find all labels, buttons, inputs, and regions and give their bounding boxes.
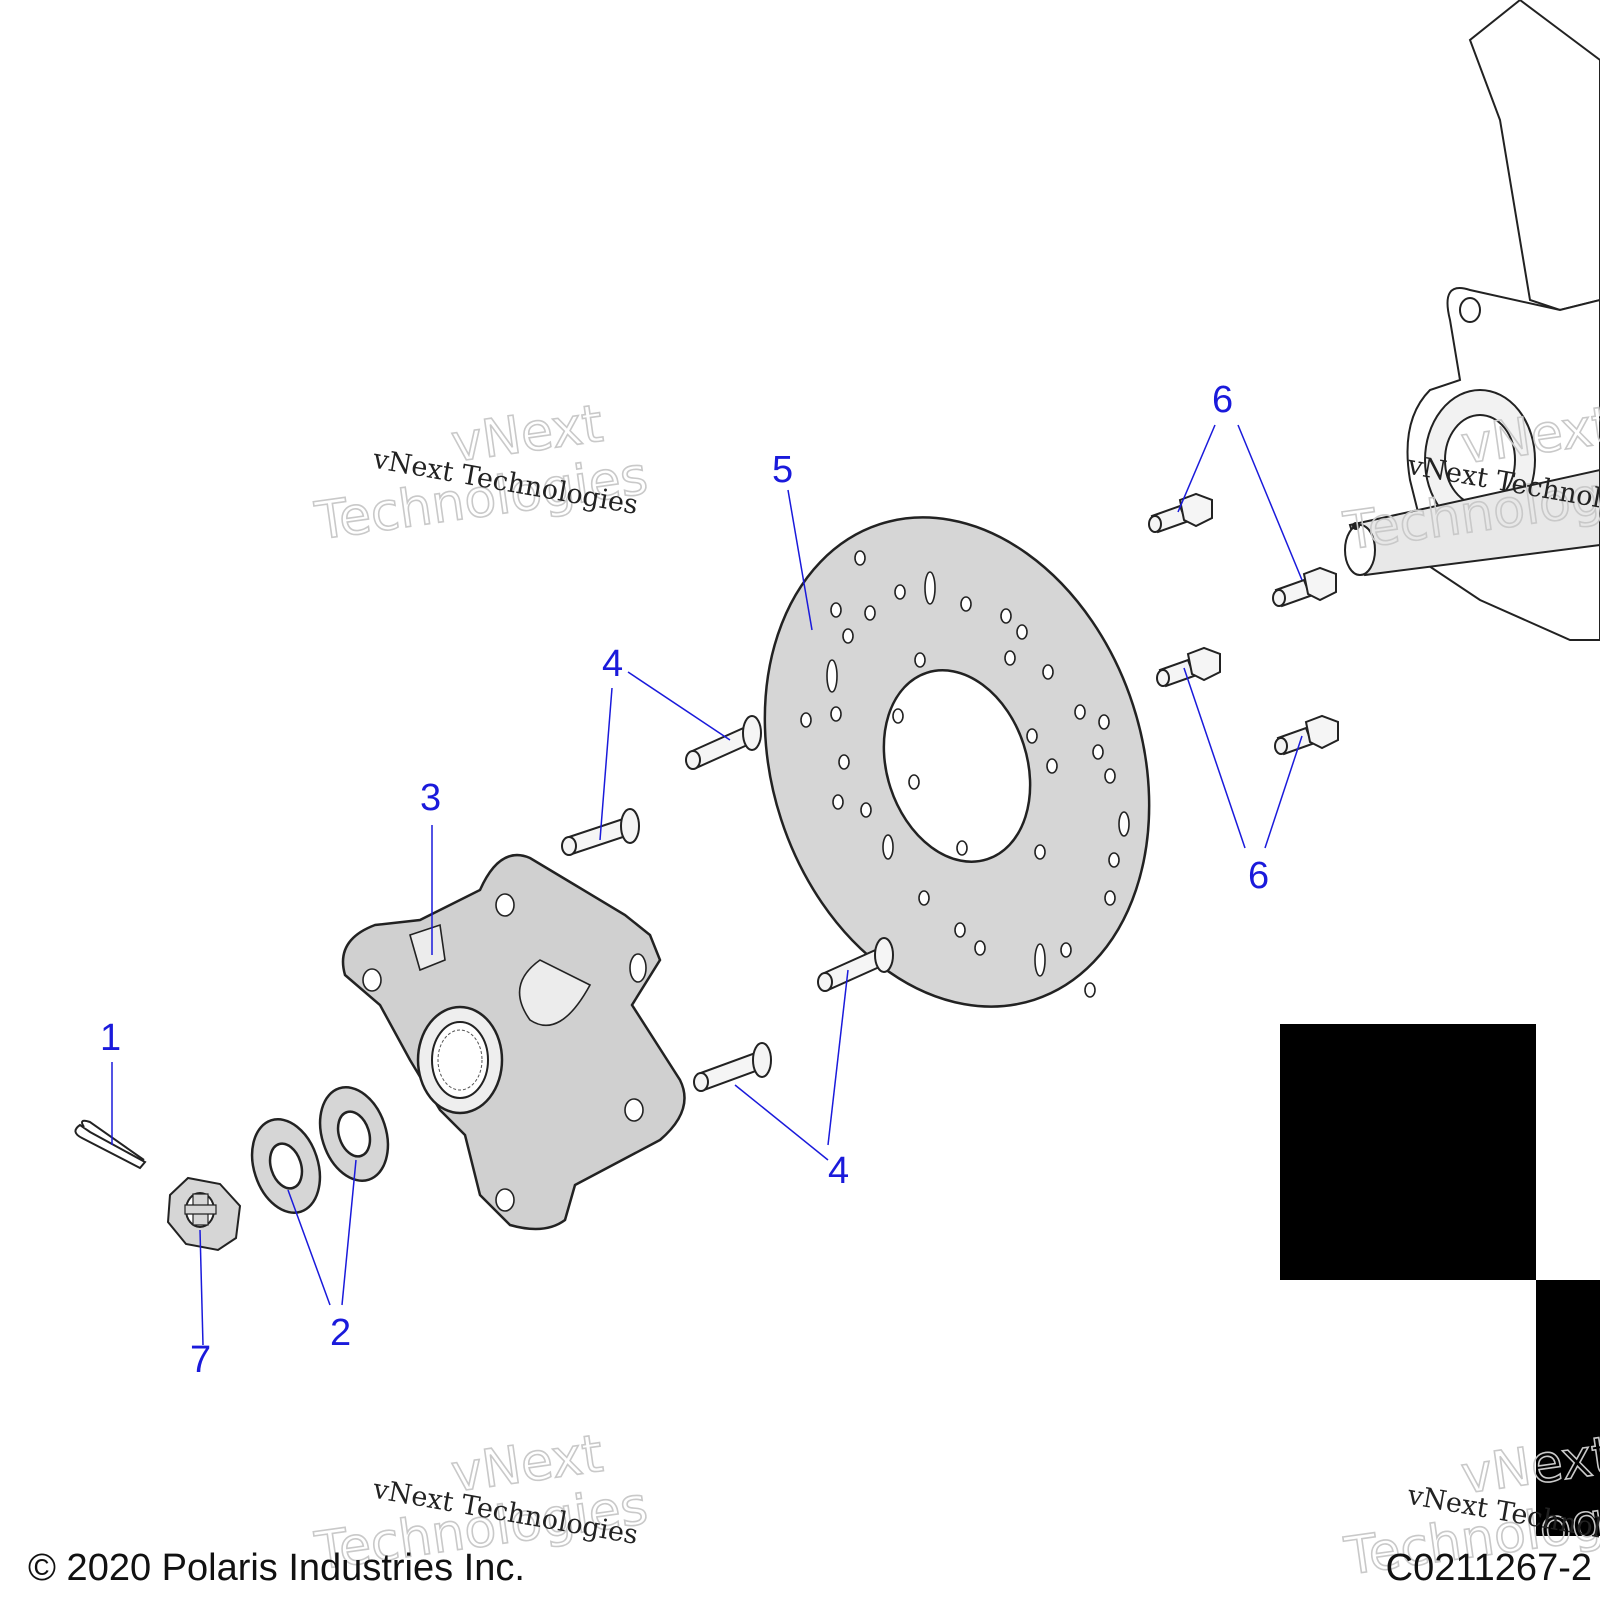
callout-4-top: 4 — [602, 643, 623, 685]
watermark-1: vNext Technologies vNext Technologies — [310, 393, 652, 553]
stud-1 — [685, 715, 762, 770]
castle-nut — [166, 1176, 242, 1252]
bolt-3 — [1156, 646, 1221, 688]
stud-2 — [561, 808, 640, 856]
wheel-hub — [341, 853, 686, 1231]
callout-5: 5 — [772, 449, 793, 491]
stud-3 — [817, 937, 894, 992]
leader-lines — [111, 424, 1303, 1346]
callout-6-bottom: 6 — [1248, 855, 1269, 897]
washers — [250, 1086, 390, 1214]
copyright-text: © 2020 Polaris Industries Inc. — [28, 1547, 525, 1589]
bolt-2 — [1272, 566, 1337, 608]
brake-disc — [763, 516, 1151, 1008]
drawing-id: C0211267-2 — [1385, 1547, 1592, 1589]
redaction-block-2 — [1536, 1280, 1600, 1536]
callout-6-top: 6 — [1212, 379, 1233, 421]
callout-7: 7 — [190, 1339, 211, 1381]
knuckle-assembly — [1344, 0, 1600, 641]
cotter-pin — [74, 1119, 147, 1170]
bolt-1 — [1148, 492, 1213, 534]
callout-3: 3 — [420, 777, 441, 819]
callout-4-bottom: 4 — [828, 1150, 849, 1192]
callout-2: 2 — [330, 1312, 351, 1354]
bolt-4 — [1274, 714, 1339, 756]
redaction-blocks — [1280, 1024, 1600, 1536]
disc-holes — [800, 550, 1130, 998]
callout-1: 1 — [100, 1017, 121, 1059]
disc-bolts — [1148, 492, 1339, 756]
wheel-studs — [561, 715, 894, 1092]
callouts: 1 7 2 3 4 4 5 6 6 — [100, 379, 1269, 1381]
stud-4 — [693, 1042, 772, 1092]
redaction-block-1 — [1280, 1024, 1536, 1280]
